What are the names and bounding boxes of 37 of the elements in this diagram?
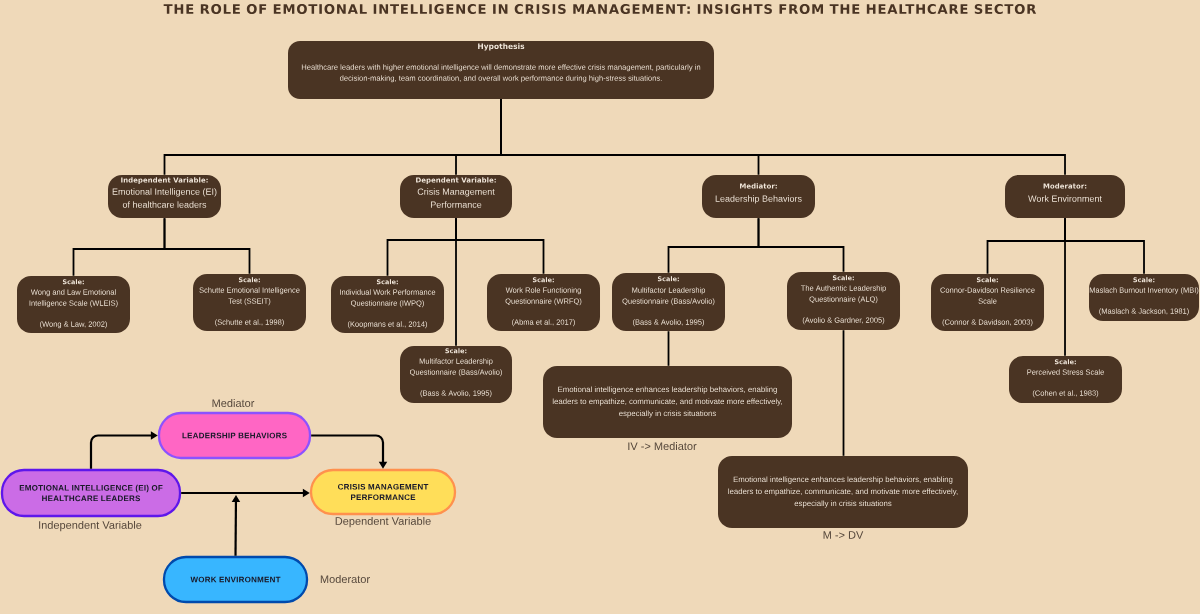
caption-label: Mediator xyxy=(212,398,255,408)
hypothesis-box xyxy=(288,41,714,99)
connector-line xyxy=(455,217,457,347)
scale-box xyxy=(1009,356,1122,403)
variable-pill: WORK ENVIRONMENT xyxy=(162,555,309,604)
scale-box xyxy=(17,276,130,333)
variable-name: Work Environment xyxy=(1028,195,1102,202)
connector-line xyxy=(163,217,251,275)
connector-line xyxy=(842,329,845,457)
variable-box xyxy=(1005,175,1125,218)
scale-box xyxy=(193,274,306,331)
caption-label: M -> DV xyxy=(823,531,864,539)
variable-name: Crisis Management Performance xyxy=(417,188,495,208)
variable-box xyxy=(108,175,221,218)
variable-name: Leadership Behaviors xyxy=(715,195,802,204)
connector-line xyxy=(500,98,1066,176)
caption-label: Independent Variable xyxy=(39,520,142,532)
title: THE ROLE OF EMOTIONAL INTELLIGENCE IN CRISIS MANAGEMENT: INSIGHTS FROM THE HEALTHCARE SECTOR xyxy=(163,4,1037,14)
scale-box xyxy=(331,276,444,333)
caption-label: Moderator xyxy=(320,574,370,584)
caption-label: IV -> Mediator xyxy=(628,441,697,451)
connector-line xyxy=(667,330,670,367)
caption-label: Dependent Variable xyxy=(335,516,431,528)
connector-line xyxy=(757,217,845,273)
variable-pill: CRISIS MANAGEMENT PERFORMANCE xyxy=(309,468,457,516)
variable-pill: LEADERSHIP BEHAVIORS xyxy=(157,411,312,460)
scale-box xyxy=(1089,274,1199,321)
connector-line xyxy=(1064,217,1066,357)
scale-box xyxy=(400,346,512,403)
variable-box xyxy=(702,175,815,218)
scale-box xyxy=(787,272,900,330)
variable-name: Emotional Intelligence (EI) of healthcare leaders xyxy=(112,188,217,208)
scale-box xyxy=(931,274,1044,331)
scale-box xyxy=(487,274,600,331)
variable-pill: EMOTIONAL INTELLIGENCE (EI) OF HEALTHCARE LEADERS xyxy=(0,468,182,518)
variable-box xyxy=(400,175,512,218)
scale-box xyxy=(612,273,725,331)
